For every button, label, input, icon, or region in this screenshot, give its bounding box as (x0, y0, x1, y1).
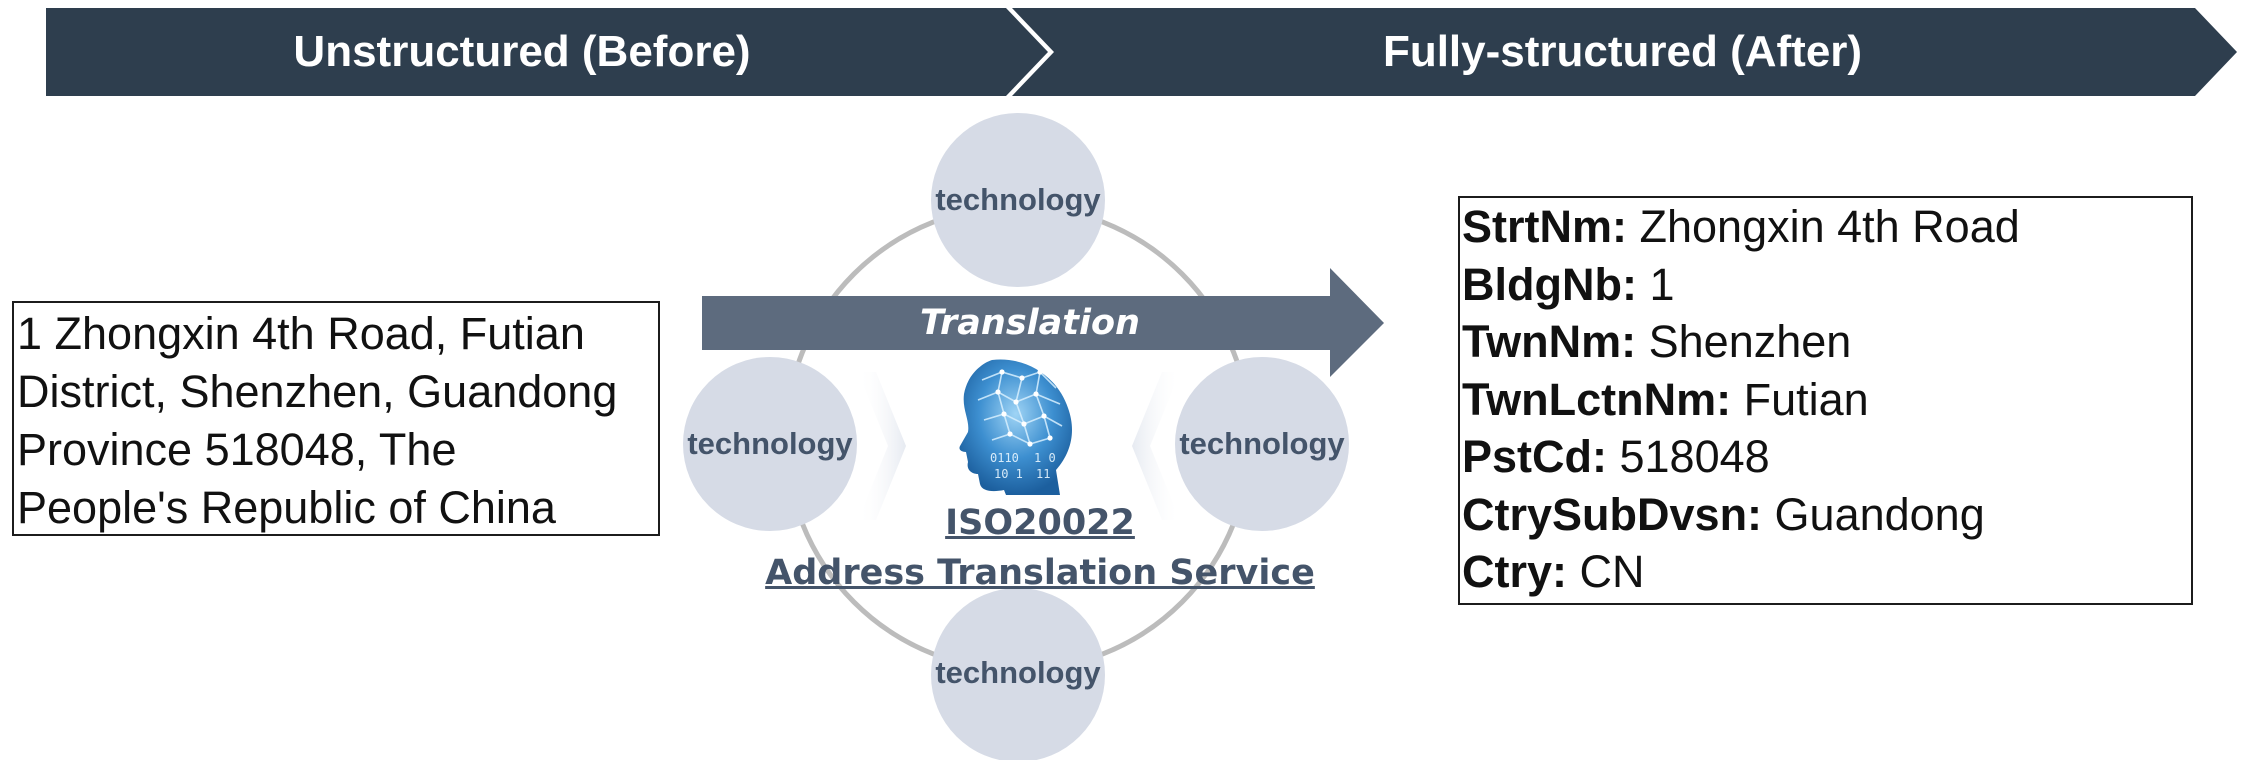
svg-text:11: 11 (1036, 467, 1050, 481)
structured-address-box: StrtNm: Zhongxin 4th Road BldgNb: 1 TwnN… (1458, 196, 2193, 605)
svg-text:0110: 0110 (990, 451, 1019, 465)
ai-brain-head-icon: 0110 1 0 10 1 11 (959, 359, 1072, 495)
translation-arrow (702, 268, 1384, 377)
technology-node-top (931, 113, 1105, 287)
field-value: Guandong (1762, 488, 1985, 540)
address-line: People's Republic of China (17, 482, 556, 533)
address-line: Province 518048, The (17, 424, 457, 475)
before-header-bar (46, 8, 1048, 96)
field-key: Ctry: (1462, 546, 1568, 597)
unstructured-address-box: 1 Zhongxin 4th Road, Futian District, Sh… (12, 301, 660, 536)
address-line: District, Shenzhen, Guandong (17, 366, 618, 417)
svg-text:1 0: 1 0 (1034, 451, 1056, 465)
service-name: ISO20022 (945, 503, 1135, 543)
after-header-bar (1012, 8, 2237, 96)
technology-node-right-label: technology (1179, 426, 1345, 461)
field-row: BldgNb: 1 (1462, 256, 2183, 314)
translation-arrow-label: Translation (920, 303, 1140, 343)
technology-node-bottom-label: technology (935, 655, 1101, 690)
technology-node-top-label: technology (935, 182, 1101, 217)
field-row: CtrySubDvsn: Guandong (1462, 486, 2183, 544)
field-value: 1 (1636, 258, 1675, 310)
field-row: StrtNm: Zhongxin 4th Road (1462, 198, 2183, 256)
field-row: PstCd: 518048 (1462, 428, 2183, 486)
field-value: Futian (1731, 373, 1869, 425)
svg-text:10 1: 10 1 (994, 467, 1023, 481)
left-inward-chevron (858, 372, 906, 520)
before-header-label: Unstructured (Before) (293, 27, 751, 76)
technology-node-left (683, 357, 857, 531)
field-key: CtrySubDvsn: (1462, 488, 1763, 540)
field-key: TwnLctnNm: (1462, 373, 1732, 425)
technology-node-right (1175, 357, 1349, 531)
field-row: TwnNm: Shenzhen (1462, 313, 2183, 371)
field-key: PstCd: (1462, 431, 1607, 482)
technology-node-left-label: technology (687, 426, 853, 461)
field-value: 518048 (1607, 431, 1770, 482)
right-inward-chevron (1132, 372, 1180, 520)
field-key: StrtNm: (1462, 201, 1627, 252)
field-key: BldgNb: (1462, 258, 1637, 310)
address-line: 1 Zhongxin 4th Road, Futian (17, 308, 585, 359)
field-row: TwnLctnNm: Futian (1462, 371, 2183, 429)
field-value: Shenzhen (1636, 316, 1852, 367)
after-header-label: Fully-structured (After) (1382, 27, 1863, 76)
field-key: TwnNm: (1462, 316, 1637, 367)
field-row: Ctry: CN (1462, 543, 2183, 601)
technology-node-bottom (931, 588, 1105, 760)
field-value: Zhongxin 4th Road (1627, 201, 2020, 252)
service-description: Address Translation Service (765, 553, 1315, 593)
field-value: CN (1567, 546, 1645, 597)
